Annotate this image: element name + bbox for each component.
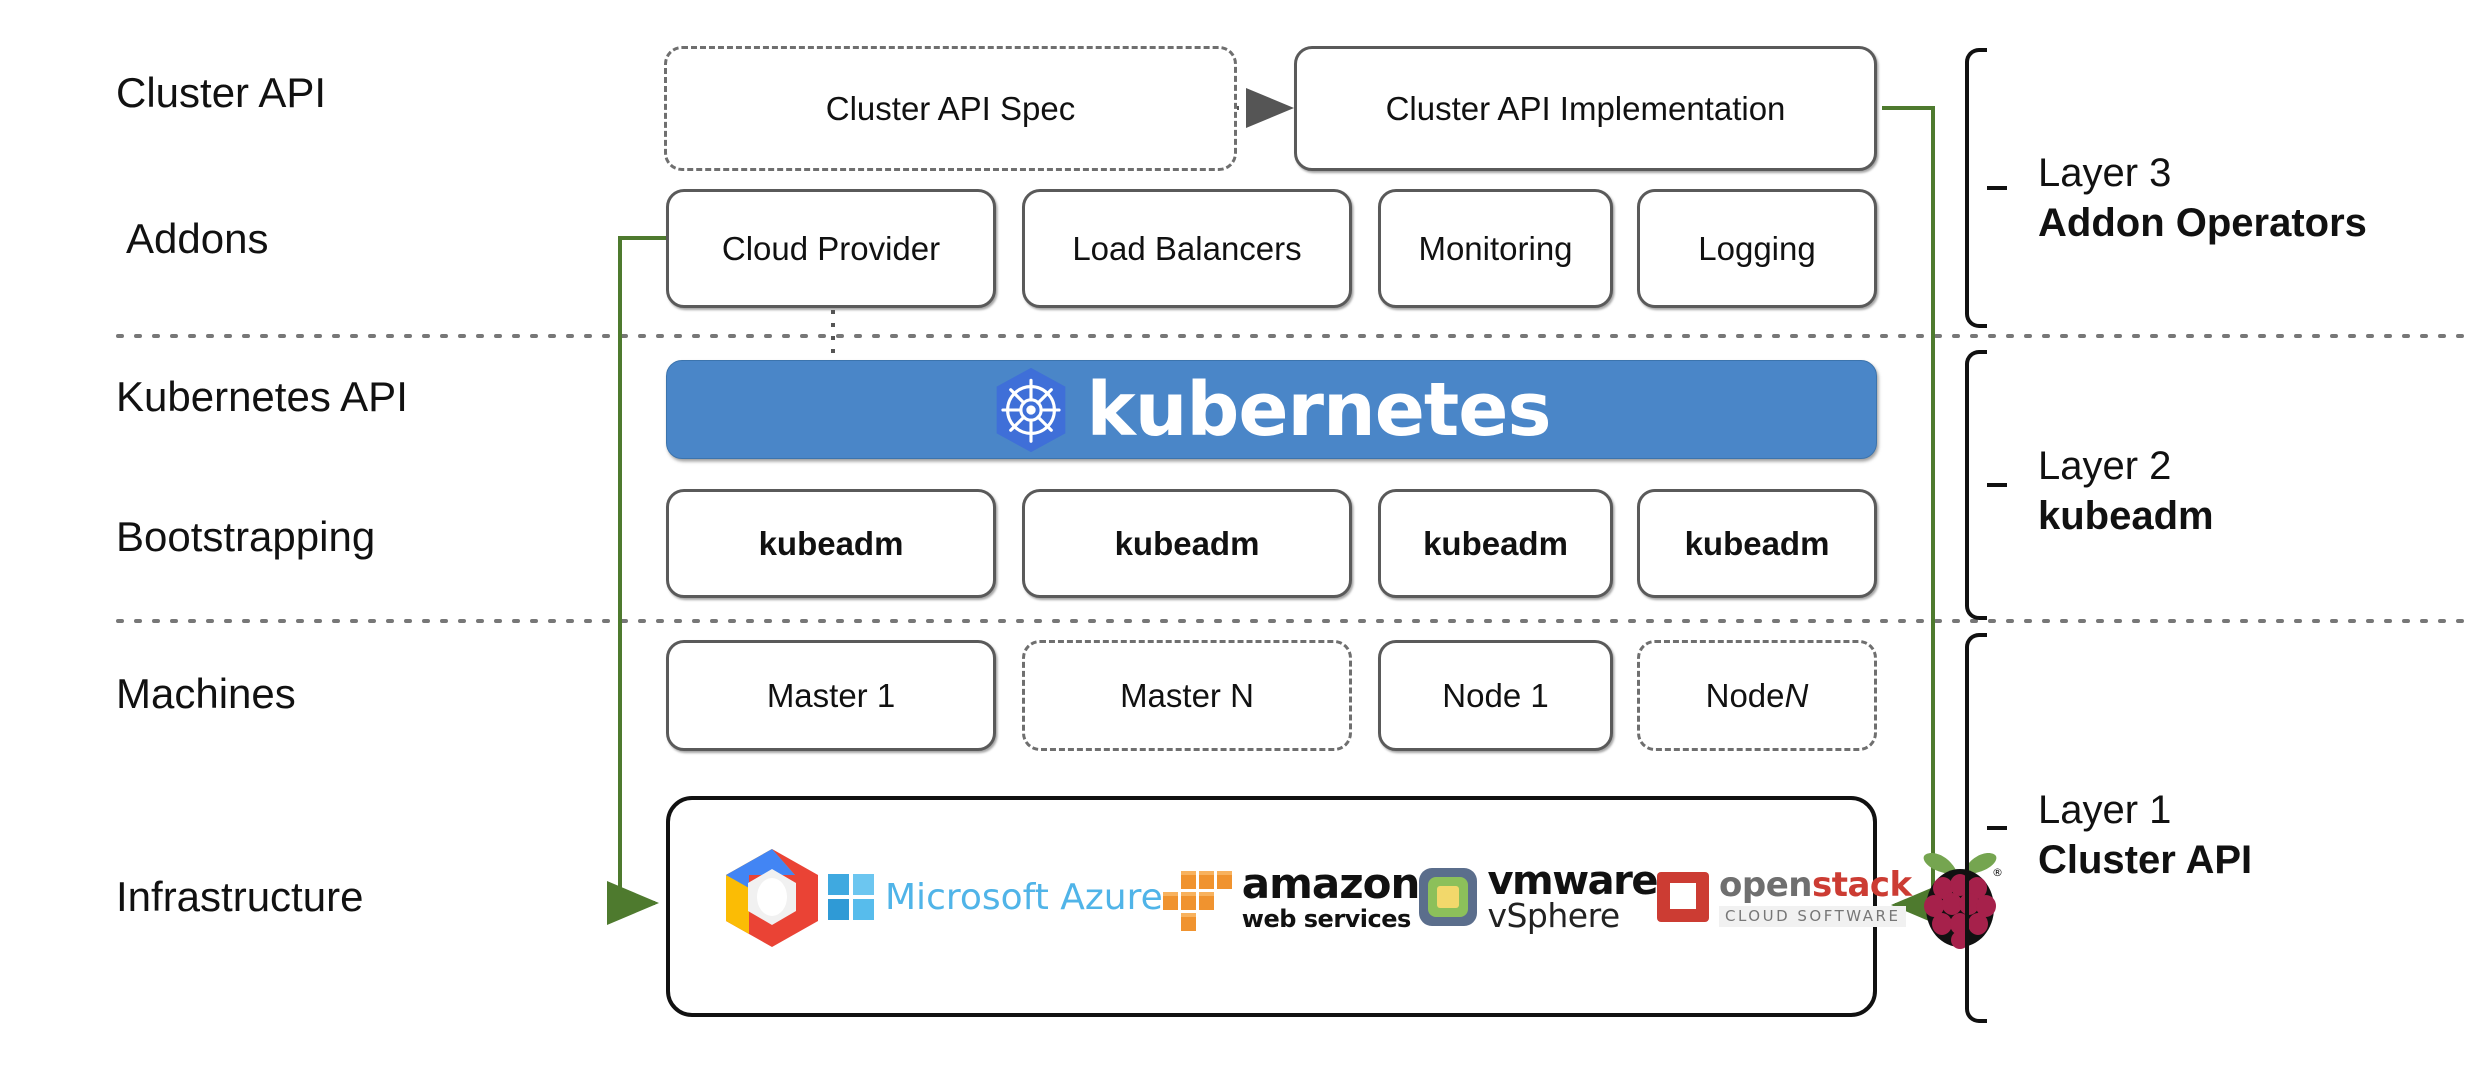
aws-wordmark-amazon: amazon bbox=[1241, 859, 1421, 908]
infrastructure-panel: Microsoft Azure amazon web services bbox=[666, 796, 2003, 1017]
kubernetes-wordmark: kubernetes bbox=[1086, 366, 1551, 453]
machine-box-node-n[interactable]: Node N bbox=[1637, 640, 1877, 751]
row-label-machines: Machines bbox=[116, 670, 296, 717]
addon-box-cloud-provider[interactable]: Cloud Provider bbox=[666, 189, 996, 308]
layer-2-bracket bbox=[1965, 350, 2007, 620]
bootstrap-box-kubeadm-4[interactable]: kubeadm bbox=[1637, 489, 1877, 598]
provider-aws[interactable]: amazon web services bbox=[1162, 842, 1421, 952]
svg-text:®: ® bbox=[1992, 866, 2003, 879]
layer-3-label: Layer 3 Addon Operators bbox=[2038, 148, 2367, 248]
row-label-bootstrapping: Bootstrapping bbox=[116, 513, 376, 560]
openstack-wordmark: openstack bbox=[1719, 864, 1912, 905]
addon-box-monitoring[interactable]: Monitoring bbox=[1378, 189, 1613, 308]
layer-1-number: Layer 1 bbox=[2038, 788, 2172, 832]
google-cloud-icon bbox=[726, 849, 818, 947]
vmware-icon bbox=[1419, 868, 1478, 926]
vmware-wordmark: vmware bbox=[1487, 857, 1658, 904]
provider-microsoft-azure[interactable]: Microsoft Azure bbox=[828, 842, 1163, 952]
aws-icon bbox=[1162, 871, 1232, 931]
machine-box-node-1[interactable]: Node 1 bbox=[1378, 640, 1613, 751]
addon-box-logging[interactable]: Logging bbox=[1637, 189, 1877, 308]
layer-3-name: Addon Operators bbox=[2038, 201, 2367, 245]
provider-raspberry-pi[interactable]: ® bbox=[1912, 842, 2008, 952]
layer-1-name: Cluster API bbox=[2038, 838, 2253, 882]
layer-2-label: Layer 2 kubeadm bbox=[2038, 441, 2214, 541]
kubernetes-banner: kubernetes bbox=[666, 360, 1877, 459]
machine-box-master-1[interactable]: Master 1 bbox=[666, 640, 996, 751]
machine-box-master-n[interactable]: Master N bbox=[1022, 640, 1352, 751]
provider-vmware-vsphere[interactable]: vmware vSphere bbox=[1419, 842, 1658, 952]
openstack-tagline: CLOUD SOFTWARE bbox=[1719, 905, 1907, 927]
layer-2-name: kubeadm bbox=[2038, 494, 2214, 538]
bootstrap-box-kubeadm-3[interactable]: kubeadm bbox=[1378, 489, 1613, 598]
provider-openstack[interactable]: openstack CLOUD SOFTWARE bbox=[1657, 842, 1912, 952]
row-label-kubernetes-api: Kubernetes API bbox=[116, 373, 408, 420]
raspberry-pi-icon: ® bbox=[1923, 852, 2003, 949]
bootstrap-box-kubeadm-1[interactable]: kubeadm bbox=[666, 489, 996, 598]
machine-box-node-n-suffix: N bbox=[1784, 676, 1809, 714]
microsoft-azure-icon bbox=[828, 874, 874, 920]
row-label-cluster-api: Cluster API bbox=[116, 69, 327, 116]
implementation-to-infrastructure-flow bbox=[1882, 106, 1943, 927]
layer-2-number: Layer 2 bbox=[2038, 444, 2172, 488]
layer-1-bracket bbox=[1965, 633, 2007, 1023]
row-label-addons: Addons bbox=[126, 215, 269, 262]
layer-3-bracket bbox=[1965, 48, 2007, 328]
layer-1-label: Layer 1 Cluster API bbox=[2038, 785, 2252, 885]
layer-3-number: Layer 3 bbox=[2038, 151, 2172, 195]
provider-google-cloud[interactable] bbox=[716, 842, 828, 952]
cluster-api-implementation-box[interactable]: Cluster API Implementation bbox=[1294, 46, 1877, 171]
azure-wordmark: Microsoft Azure bbox=[885, 876, 1163, 918]
cloud-provider-to-infrastructure-flow bbox=[607, 236, 668, 925]
kubernetes-helm-wheel-icon bbox=[997, 367, 1066, 452]
openstack-icon bbox=[1657, 872, 1709, 922]
row-label-infrastructure: Infrastructure bbox=[116, 873, 364, 920]
addon-box-load-balancers[interactable]: Load Balancers bbox=[1022, 189, 1352, 308]
bootstrap-box-kubeadm-2[interactable]: kubeadm bbox=[1022, 489, 1352, 598]
aws-wordmark-webservices: web services bbox=[1241, 905, 1412, 933]
vsphere-wordmark: vSphere bbox=[1487, 896, 1620, 936]
cluster-api-spec-box[interactable]: Cluster API Spec bbox=[664, 46, 1237, 171]
infrastructure-provider-list: Microsoft Azure amazon web services bbox=[670, 842, 2003, 952]
machine-box-node-n-label: Node bbox=[1705, 676, 1785, 714]
